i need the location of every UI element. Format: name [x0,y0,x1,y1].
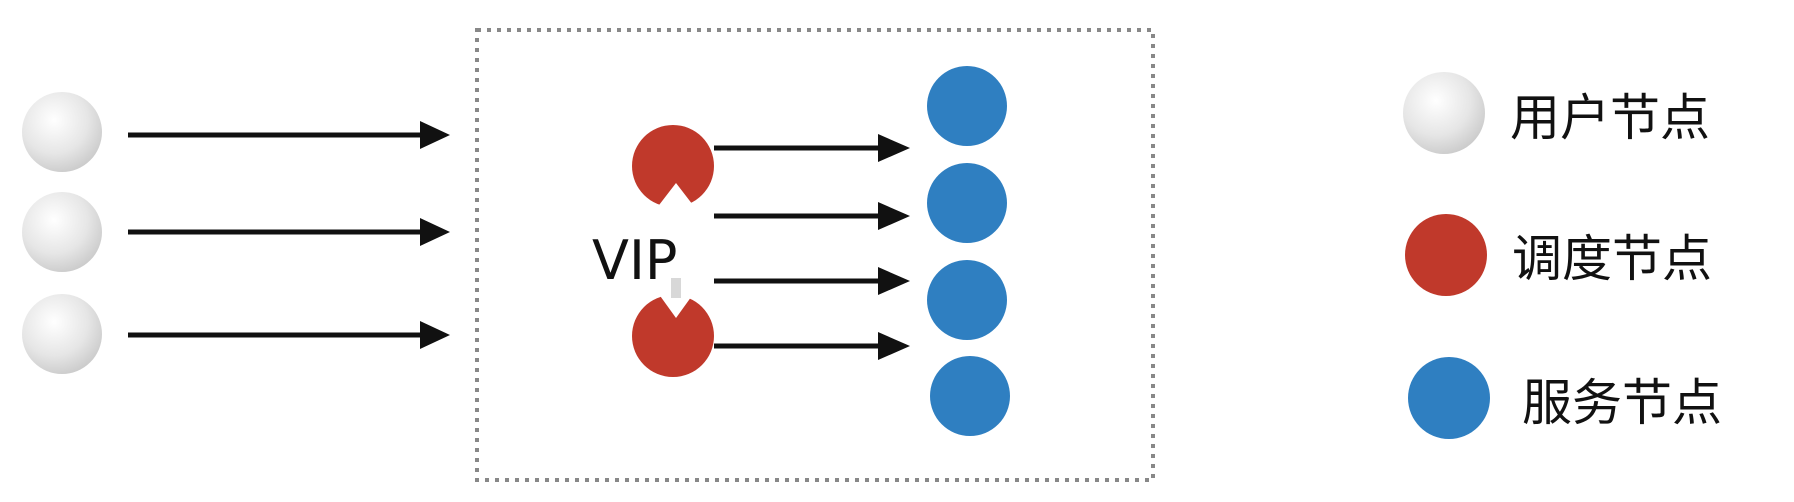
scheduler-node [632,295,714,377]
user-nodes [22,92,102,374]
scheduler-arrow-head [878,202,910,230]
legend-scheduler-swatch [1405,214,1487,296]
vip-pointer [658,293,694,318]
user-arrow-head [420,321,450,349]
scheduler-nodes [632,125,714,377]
user-arrows [128,121,450,349]
vip-label: VIP [592,229,677,292]
legend-user-swatch [1403,72,1485,154]
scheduler-node [632,125,714,207]
scheduler-arrow-head [878,267,910,295]
user-arrow-head [420,218,450,246]
legend-service-swatch [1408,357,1490,439]
legend: 用户节点 调度节点 服务节点 [1403,72,1722,439]
scheduler-arrows [714,134,910,360]
user-node [22,294,102,374]
service-node [927,163,1007,243]
user-arrow-head [420,121,450,149]
user-node [22,92,102,172]
vip-link [671,278,681,298]
service-node [930,356,1010,436]
legend-service-label: 服务节点 [1522,374,1722,432]
legend-user-label: 用户节点 [1510,89,1710,147]
user-node [22,192,102,272]
scheduler-arrow-head [878,332,910,360]
vip-pointer [656,183,696,209]
service-node [927,260,1007,340]
legend-scheduler-label: 调度节点 [1512,230,1712,288]
service-nodes [927,66,1010,436]
scheduler-arrow-head [878,134,910,162]
cluster-boundary [475,28,1155,482]
service-node [927,66,1007,146]
